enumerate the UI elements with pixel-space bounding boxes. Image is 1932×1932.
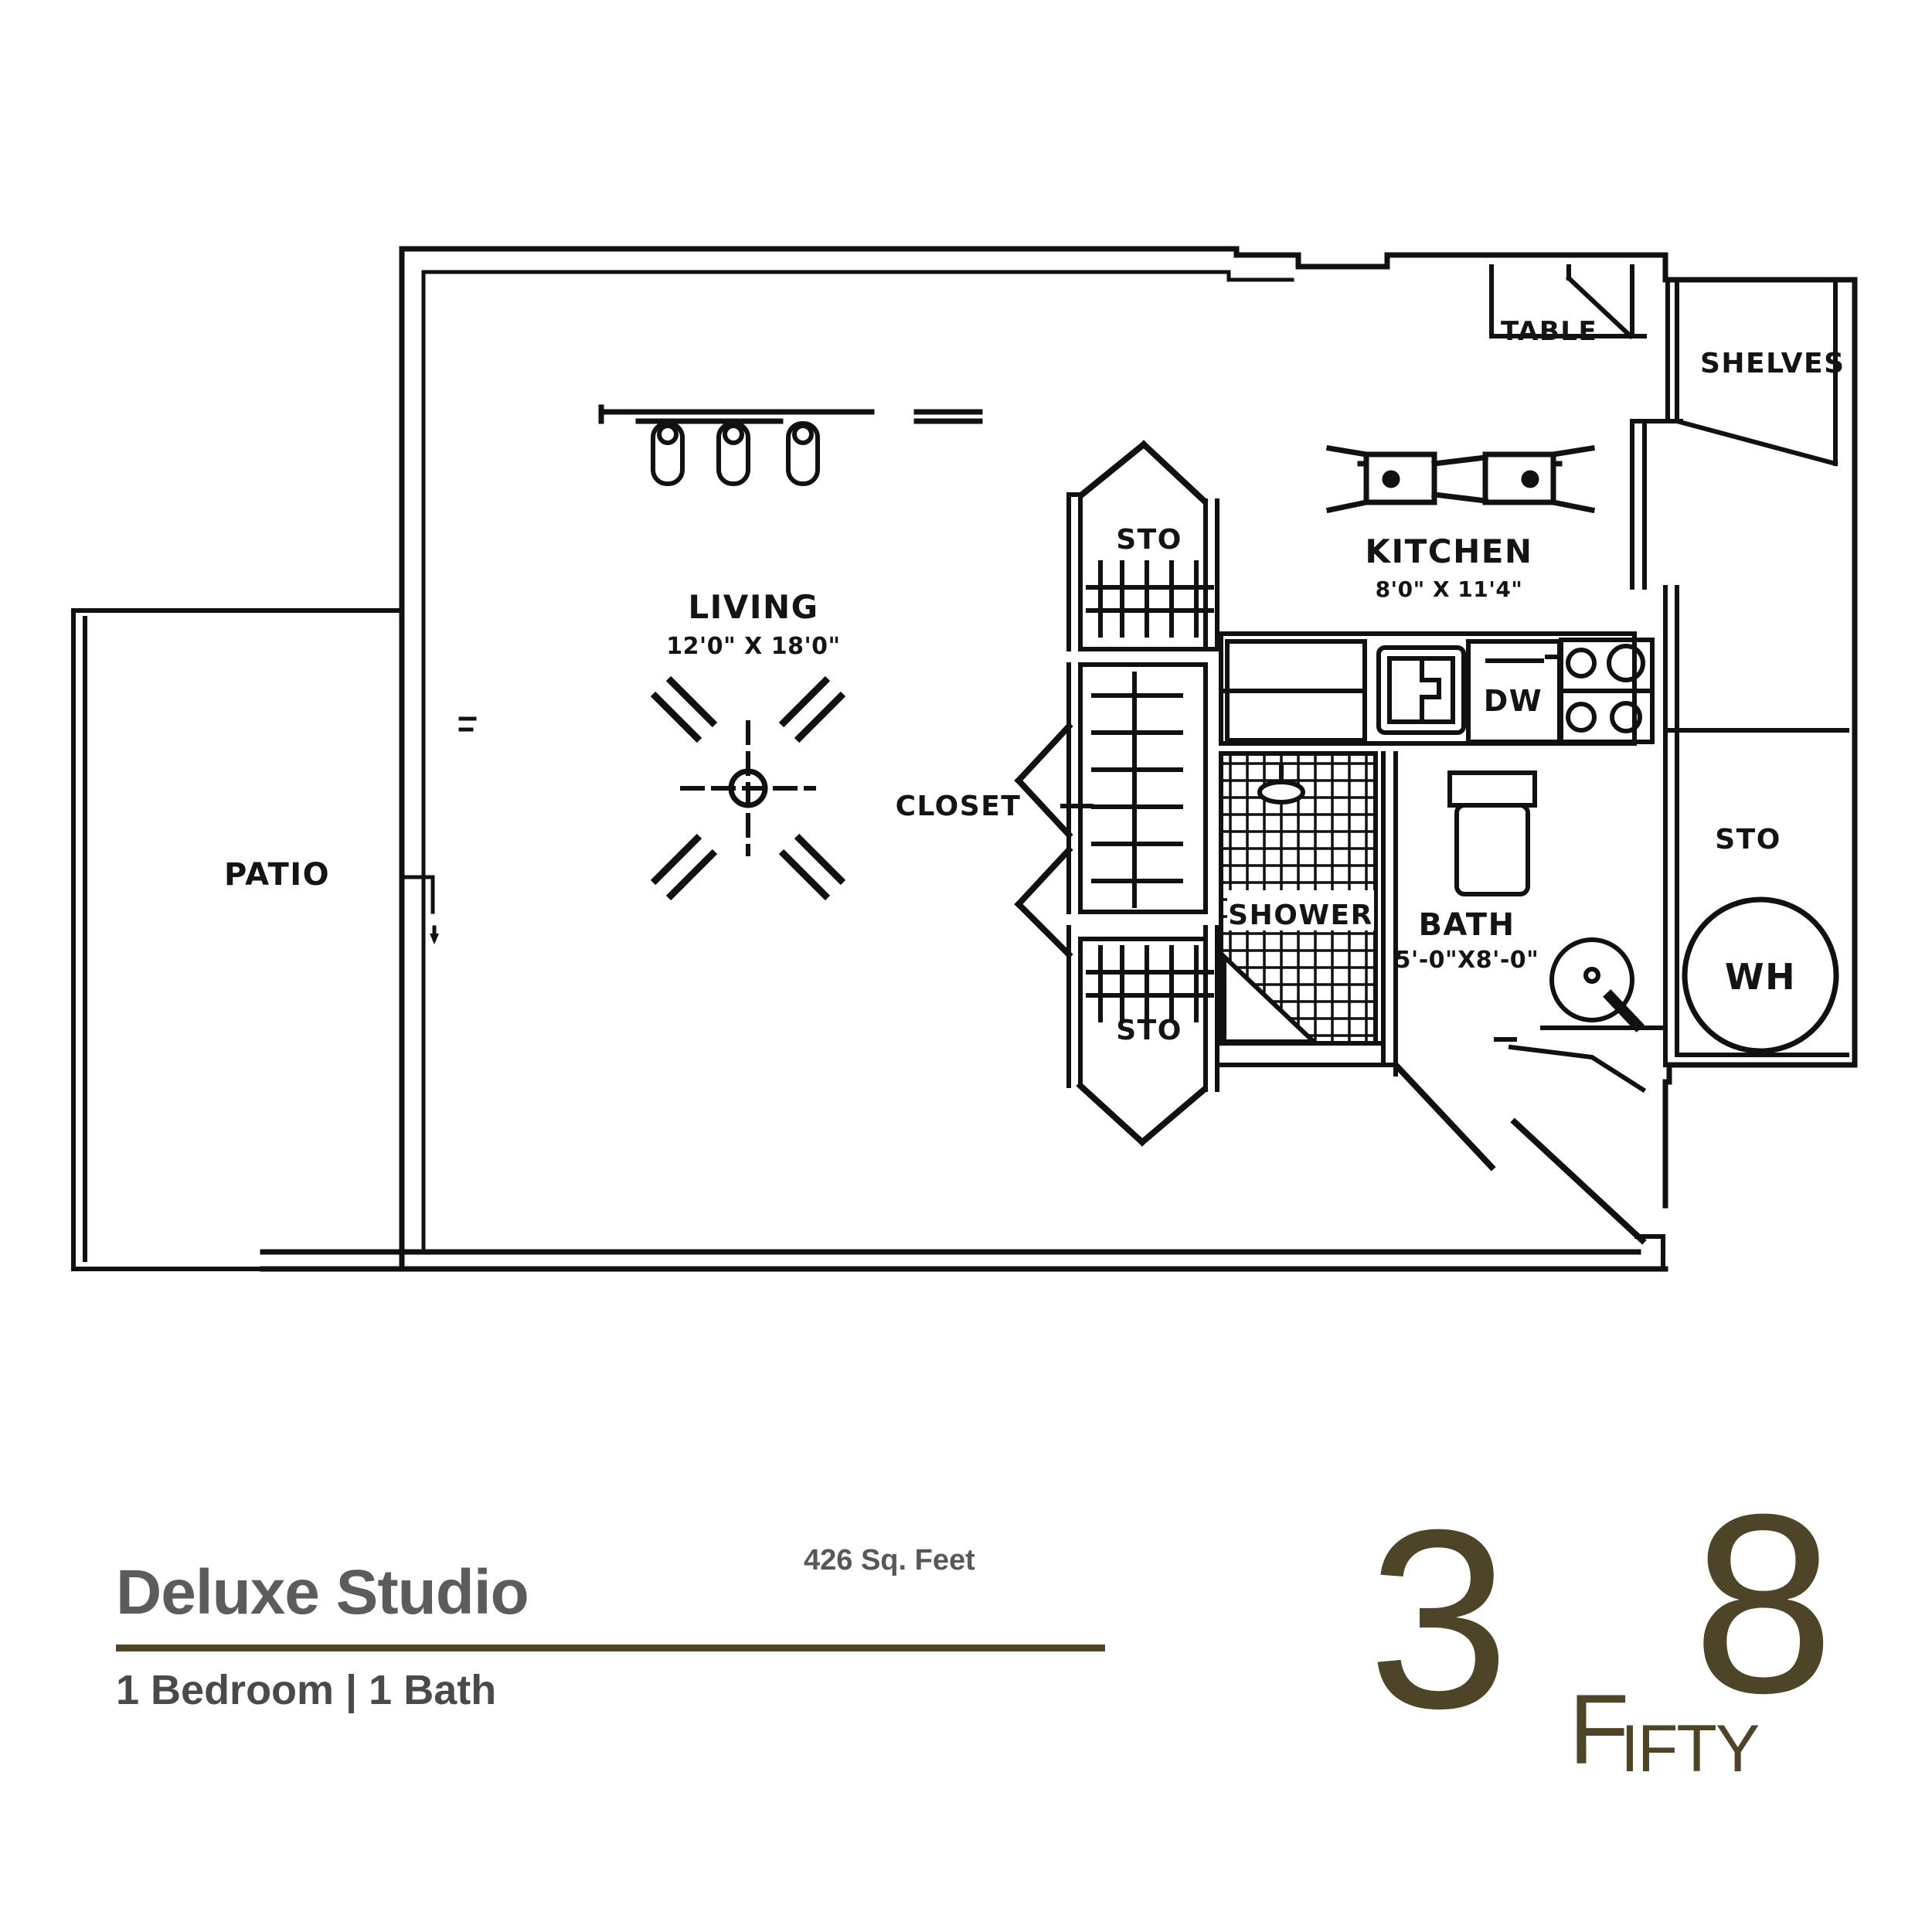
shower-head — [1257, 763, 1305, 804]
pendant-light-1 — [651, 421, 685, 486]
sto-top-closet — [1077, 440, 1219, 651]
right-storage-wall — [1663, 585, 1849, 1067]
shower-label: SHOWER — [1228, 900, 1373, 931]
logo-number-left: 3 — [1368, 1476, 1510, 1761]
wall-outlet-marks — [458, 716, 477, 732]
bath-label: BATH — [1418, 907, 1515, 943]
patio-label: PATIO — [224, 857, 330, 893]
living-label: LIVING — [688, 588, 818, 626]
ceiling-fan-crosshair — [680, 720, 816, 856]
entry-door-leaf — [1510, 1117, 1647, 1245]
closet-middle — [1014, 662, 1208, 959]
floor-plan-svg: PATIO LIVING 12'0" X 18'0" KITCHEN 8'0" … — [71, 246, 1858, 1272]
ceiling-fan — [650, 675, 846, 901]
pendant-light-3 — [786, 421, 820, 486]
range-cooktop — [1545, 638, 1655, 744]
square-footage: 426 Sq. Feet — [804, 1544, 975, 1577]
logo-number-right: 8 — [1692, 1461, 1835, 1746]
dishwasher-label: DW — [1484, 684, 1543, 718]
patio-door-arrow — [430, 934, 439, 944]
exterior-wall-inner — [421, 270, 1294, 1254]
entry-door-jambs — [1494, 1037, 1665, 1271]
entry-door-swing-arc — [1508, 1044, 1647, 1094]
sto-bottom-closet — [1066, 925, 1219, 1147]
refrigerator — [1219, 639, 1367, 743]
logo-word-rest: IFTY — [1621, 1712, 1760, 1786]
pendant-light-2 — [716, 421, 750, 486]
exterior-wall-outer — [399, 246, 1858, 1272]
kitchen-label: KITCHEN — [1365, 532, 1532, 570]
sto-bottom-shelving — [1086, 945, 1214, 1022]
living-dimensions: 12'0" X 18'0" — [666, 633, 840, 660]
shelves-closet — [1665, 277, 1838, 467]
closet-rod-and-hangers — [1091, 672, 1183, 908]
shower-corner-seat — [1222, 951, 1320, 1044]
kitchen-dimensions: 8'0" X 11'4" — [1376, 577, 1523, 602]
bathroom-lavatory — [1549, 937, 1645, 1032]
bathroom-door — [1391, 1060, 1496, 1172]
patio-outline — [71, 608, 404, 1271]
property-logo: 3 F IFTY 8 — [1360, 1476, 1917, 1832]
toilet — [1447, 770, 1537, 896]
sto-top-label: STO — [1116, 524, 1182, 556]
table-nook — [1489, 264, 1647, 340]
bath-dimensions: 5'-0"X8'-0" — [1395, 947, 1539, 974]
shelves-label: SHELVES — [1700, 348, 1845, 379]
track-lighting — [598, 404, 983, 424]
kitchen-right-wall — [1630, 419, 1683, 590]
sto-bottom-label: STO — [1116, 1015, 1182, 1046]
kitchen-sink — [1376, 645, 1466, 735]
page-title: Deluxe Studio — [116, 1557, 529, 1628]
logo-word-cap: F — [1569, 1675, 1630, 1785]
sto-top-shelving — [1086, 560, 1214, 638]
closet-label: CLOSET — [896, 791, 1022, 822]
beds-baths-label: 1 Bedroom | 1 Bath — [116, 1667, 497, 1713]
kitchen-ceiling-light — [1325, 444, 1596, 514]
bottom-exterior-wall — [260, 1249, 1668, 1272]
water-heater-label: WH — [1725, 956, 1796, 998]
unit-title-block: Deluxe Studio — [116, 1561, 1121, 1624]
plan-footer: Deluxe Studio 426 Sq. Feet 1 Bedroom | 1… — [0, 1476, 1932, 1932]
sto-right-label: STO — [1715, 824, 1781, 855]
floor-plan-drawing: PATIO LIVING 12'0" X 18'0" KITCHEN 8'0" … — [71, 246, 1858, 1272]
water-heater — [1682, 896, 1839, 1054]
table-label: TABLE — [1501, 316, 1597, 347]
patio-sliding-door — [400, 875, 435, 937]
title-divider — [116, 1645, 1105, 1651]
bath-walls — [1219, 751, 1398, 1067]
